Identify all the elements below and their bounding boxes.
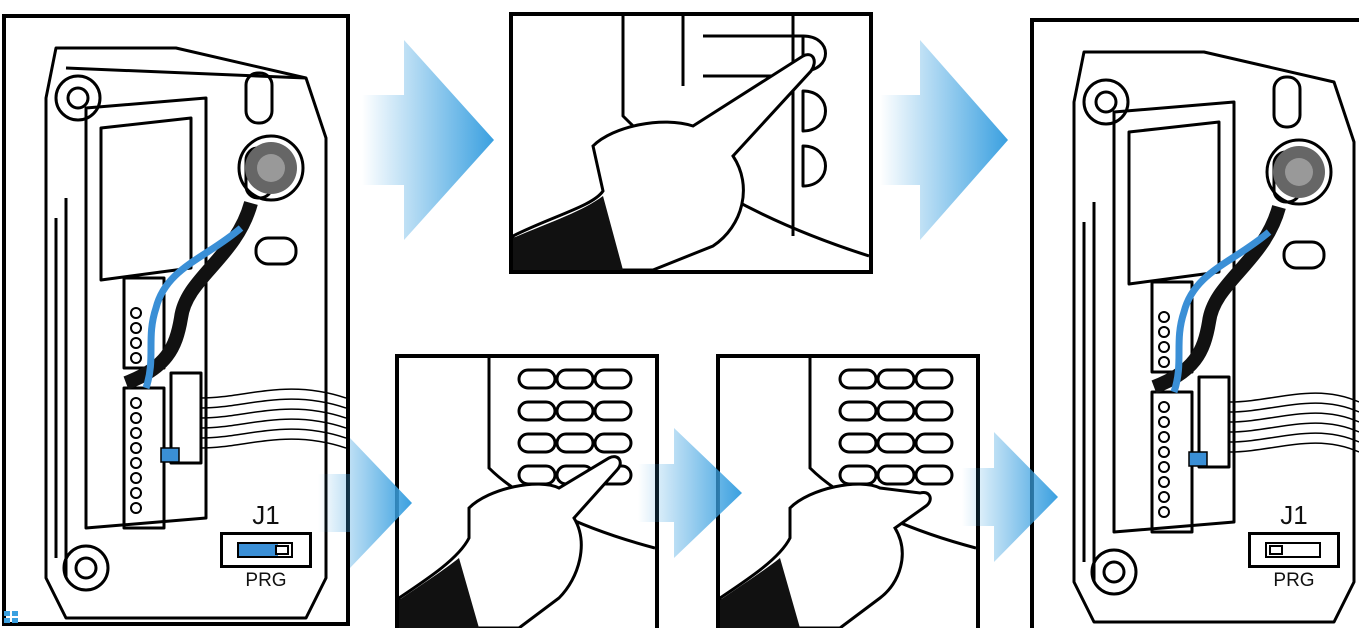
panel-keypad-press-second (716, 354, 980, 628)
jumper-j1-before: J1 PRG (214, 502, 318, 592)
jumper-switch-icon (220, 532, 312, 568)
panel-keypad-press-first (395, 354, 659, 628)
jumper-j1-after: J1 PRG (1242, 502, 1346, 592)
press-button-illustration (513, 16, 869, 270)
arrow-right-icon (638, 428, 742, 558)
jumper-label: J1 (1242, 502, 1346, 528)
arrow-right-icon (880, 40, 1008, 240)
panel-press-button (509, 12, 873, 274)
jumper-slot (237, 542, 293, 558)
jumper-knob (275, 545, 289, 555)
jumper-caption: PRG (1242, 570, 1346, 592)
jumper-caption: PRG (214, 570, 318, 592)
keypad-illustration-first (399, 358, 655, 628)
jumper-slot (1265, 542, 1321, 558)
arrow-right-icon (318, 438, 412, 568)
arrow-right-icon (962, 432, 1058, 562)
keypad-illustration-second (720, 358, 976, 628)
jumper-label: J1 (214, 502, 318, 528)
jumper-knob (1269, 545, 1283, 555)
jumper-switch-icon (1248, 532, 1340, 568)
jumper-fill (239, 544, 278, 556)
arrow-right-icon (362, 40, 494, 240)
keypad-icon (840, 370, 952, 484)
brand-logo-icon (4, 611, 18, 623)
